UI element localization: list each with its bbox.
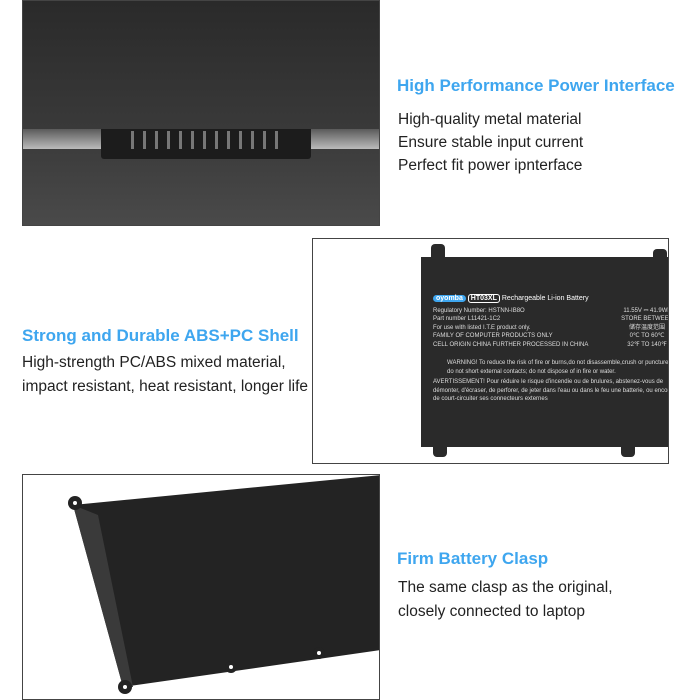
power-interface-photo (22, 0, 380, 226)
clasp-icon (433, 445, 447, 457)
label-spec: 11.55V ⎓ 41.9Wh (623, 307, 669, 314)
feature-line: Ensure stable input current (398, 134, 584, 151)
feature-line: The same clasp as the original, (398, 579, 613, 596)
avertissement-text: AVERTISSEMENT! Pour réduire le risque d'… (433, 379, 669, 402)
clasp-icon (431, 244, 445, 258)
label-spec: 32℉ TO 140℉ (627, 341, 667, 348)
clasp-icon (621, 445, 635, 457)
battery-body: oyomba HT03XL Rechargeable Li-ion Batter… (421, 257, 669, 447)
label-spec: STORE BETWEEN (621, 316, 669, 322)
feature-line: Perfect fit power ipnterface (398, 157, 583, 174)
section-title: Strong and Durable ABS+PC Shell (22, 326, 299, 345)
brand-logo: oyomba (433, 295, 466, 302)
feature-line: closely connected to laptop (398, 603, 585, 620)
feature-line: High-strength PC/ABS mixed material, (22, 354, 286, 371)
section-title: High Performance Power Interface (397, 76, 675, 95)
label-spec: 0℃ TO 60℃ (629, 333, 665, 339)
label-line: FAMILY OF COMPUTER PRODUCTS ONLY (433, 333, 553, 339)
battery-shell-photo: oyomba HT03XL Rechargeable Li-ion Batter… (312, 238, 669, 464)
feature-line: impact resistant, heat resistant, longer… (22, 378, 309, 395)
battery-shell-shape (68, 475, 379, 694)
connector-icon (101, 129, 311, 159)
clasp-icon (653, 249, 667, 259)
label-line: CELL ORIGIN CHINA FURTHER PROCESSED IN C… (433, 341, 589, 348)
label-line: Part number L11421-1C2 (433, 316, 501, 322)
battery-clasp-photo (22, 474, 380, 700)
label-spec: 储存温度范围 (629, 324, 666, 331)
section-title: Firm Battery Clasp (397, 549, 549, 568)
feature-line: High-quality metal material (398, 111, 582, 128)
label-line: Regulatory Number: HSTNN-IB8O (433, 307, 525, 314)
label-line: For use with listed I.T.E product only. (433, 324, 531, 331)
model: HT03XL (467, 294, 500, 303)
warning-text: WARNING! To reduce the risk of fire or b… (447, 360, 669, 375)
battery-type: Rechargeable Li-ion Battery (501, 295, 589, 302)
